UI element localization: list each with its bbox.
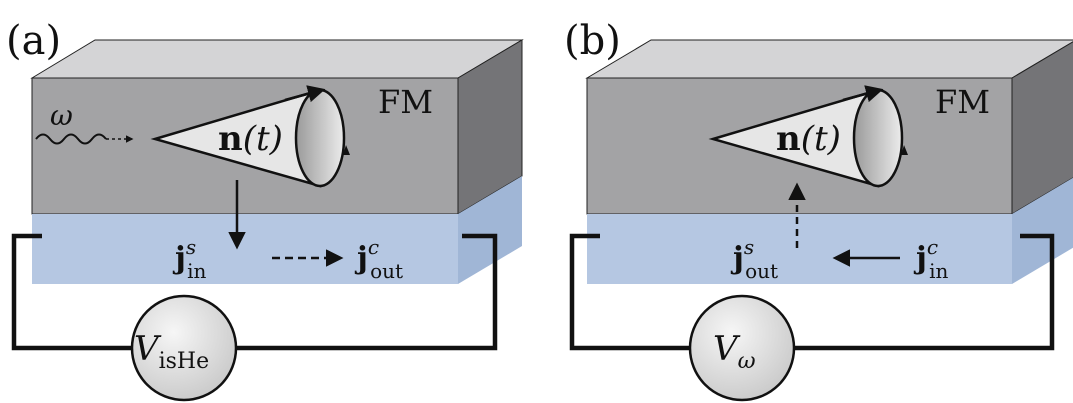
circuit-wire-left bbox=[569, 233, 690, 351]
nm-layer-front bbox=[587, 214, 1012, 284]
panel-label: (a) bbox=[6, 18, 61, 64]
fm-top-face bbox=[585, 39, 1073, 79]
precession-vector-label: n(t) bbox=[776, 119, 841, 159]
precession-vector-arrow bbox=[284, 85, 326, 103]
voltmeter bbox=[130, 294, 238, 402]
voltmeter-label: VisHe bbox=[134, 329, 209, 374]
voltmeter bbox=[688, 294, 796, 402]
cone-base-ellipse bbox=[294, 88, 346, 188]
fm-top-face bbox=[30, 39, 524, 79]
precession-direction-arrow bbox=[343, 145, 350, 155]
precession-vector-arrow bbox=[842, 85, 884, 103]
fm-label: FM bbox=[378, 83, 433, 121]
circuit-wire-right bbox=[236, 233, 498, 351]
cone-base-ellipse bbox=[852, 88, 904, 188]
circuit-wire-right bbox=[794, 233, 1055, 351]
nm-layer-side bbox=[458, 176, 522, 284]
precession-direction-arrow bbox=[901, 145, 908, 155]
circuit-wire-left bbox=[11, 233, 132, 351]
precession-vector-label: n(t) bbox=[218, 119, 283, 159]
fm-label: FM bbox=[935, 83, 990, 121]
nm-layer-side bbox=[1012, 177, 1073, 284]
microwave-wave bbox=[35, 133, 107, 145]
drive-label: ω bbox=[50, 99, 73, 132]
voltmeter-label: Vω bbox=[713, 329, 756, 374]
panel-label: (b) bbox=[564, 18, 621, 64]
